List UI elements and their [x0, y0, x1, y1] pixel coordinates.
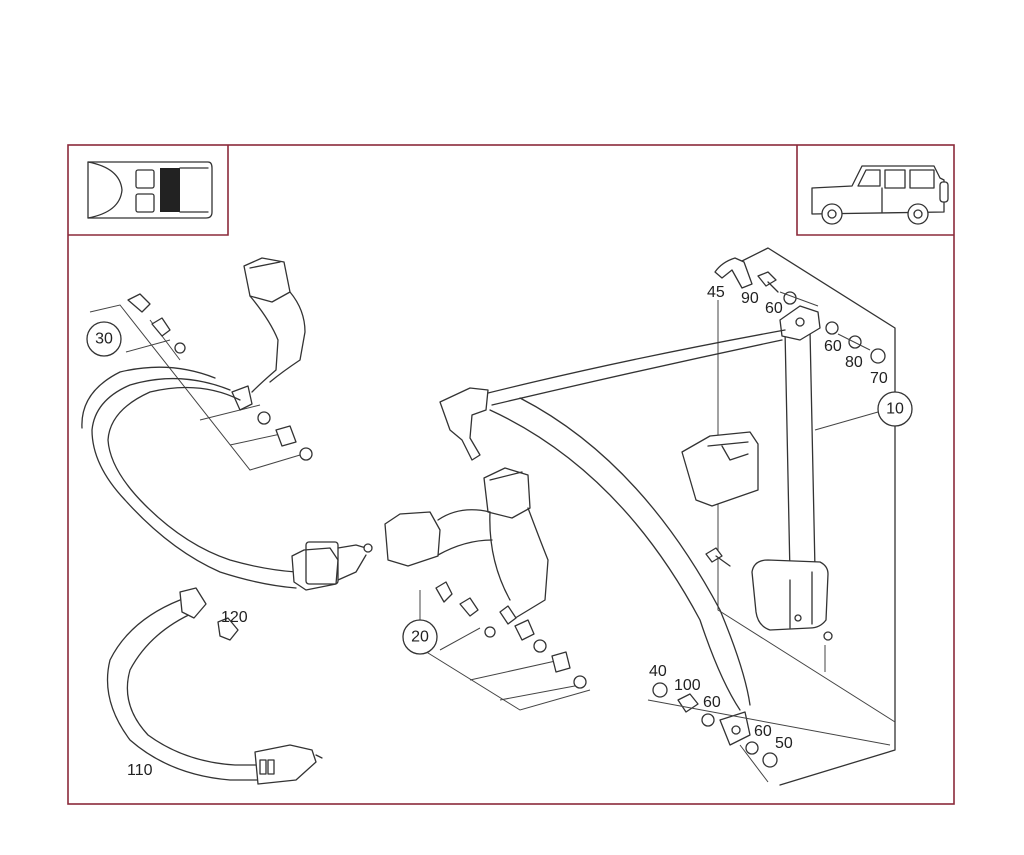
- callout-30-label: 30: [95, 331, 113, 348]
- part-label-80: 80: [845, 354, 863, 371]
- part-label-110: 110: [127, 762, 153, 779]
- part-label-120: 120: [221, 609, 248, 626]
- part-label-60: 60: [765, 300, 783, 317]
- seat-layout-icon: [68, 145, 229, 236]
- part-label-60: 60: [703, 694, 721, 711]
- belt-assembly-10: [647, 247, 896, 786]
- callout-10-label: 10: [886, 401, 904, 418]
- belt-assembly-30: [81, 257, 373, 591]
- part-label-100: 100: [674, 677, 701, 694]
- diagram-frame: [67, 144, 955, 805]
- part-label-45: 45: [707, 284, 725, 301]
- callout-30: 30: [86, 321, 122, 357]
- part-label-40: 40: [649, 663, 667, 680]
- shoulder-webbing: [439, 329, 786, 711]
- belt-assembly-20: [384, 467, 591, 711]
- belt-part-110: [106, 587, 323, 785]
- callout-10: 10: [877, 391, 913, 427]
- part-label-70: 70: [870, 370, 888, 387]
- part-label-60: 60: [824, 338, 842, 355]
- part-label-90: 90: [741, 290, 759, 307]
- part-label-50: 50: [775, 735, 793, 752]
- callout-20-label: 20: [411, 629, 429, 646]
- vehicle-icon: [796, 145, 954, 236]
- callout-20: 20: [402, 619, 438, 655]
- part-label-60: 60: [754, 723, 772, 740]
